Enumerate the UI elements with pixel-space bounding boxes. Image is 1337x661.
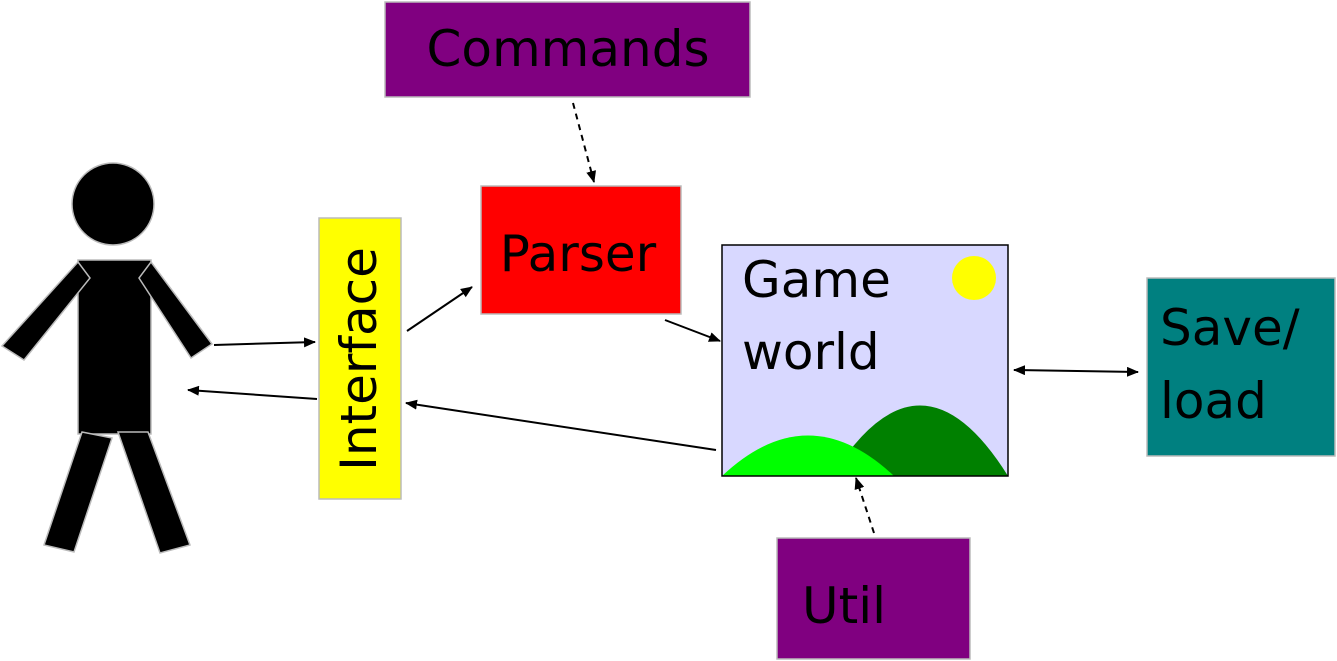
game-world-label-line2: world xyxy=(742,323,880,381)
parser-box-bg xyxy=(480,185,682,315)
arrow-user-to-interface xyxy=(213,337,316,348)
parser-box: Parser xyxy=(480,185,682,315)
user-figure-icon xyxy=(0,162,214,554)
save-load-label-line2: load xyxy=(1160,372,1267,430)
interface-label: Interface xyxy=(330,247,388,471)
arrow-commands-to-parser xyxy=(572,102,597,183)
sun-icon xyxy=(952,256,996,300)
commands-label: Commands xyxy=(426,20,709,78)
save-load-box: Save/ load xyxy=(1146,277,1336,457)
save-load-label-line1: Save/ xyxy=(1160,299,1300,357)
arrow-util-to-game-world xyxy=(854,477,875,534)
game-world-label-line1: Game xyxy=(742,251,891,309)
save-load-box-bg xyxy=(1146,277,1336,457)
interface-box: Interface xyxy=(318,217,402,500)
light-hill-icon xyxy=(722,435,894,476)
util-box: Util xyxy=(776,537,971,660)
arrow-game-world-save-load xyxy=(1013,365,1139,377)
util-box-bg xyxy=(776,537,971,660)
parser-label: Parser xyxy=(500,225,657,283)
commands-box-bg xyxy=(384,1,751,98)
arrow-interface-to-user xyxy=(187,385,318,400)
arrow-interface-to-parser xyxy=(406,286,473,332)
arrow-game-world-to-interface xyxy=(405,399,717,451)
util-label: Util xyxy=(802,577,886,635)
arrow-parser-to-game-world xyxy=(664,319,721,342)
game-world-box: Game world xyxy=(721,244,1009,477)
dark-hill-icon xyxy=(832,405,1008,476)
commands-box: Commands xyxy=(384,1,751,98)
interface-box-bg xyxy=(318,217,402,500)
